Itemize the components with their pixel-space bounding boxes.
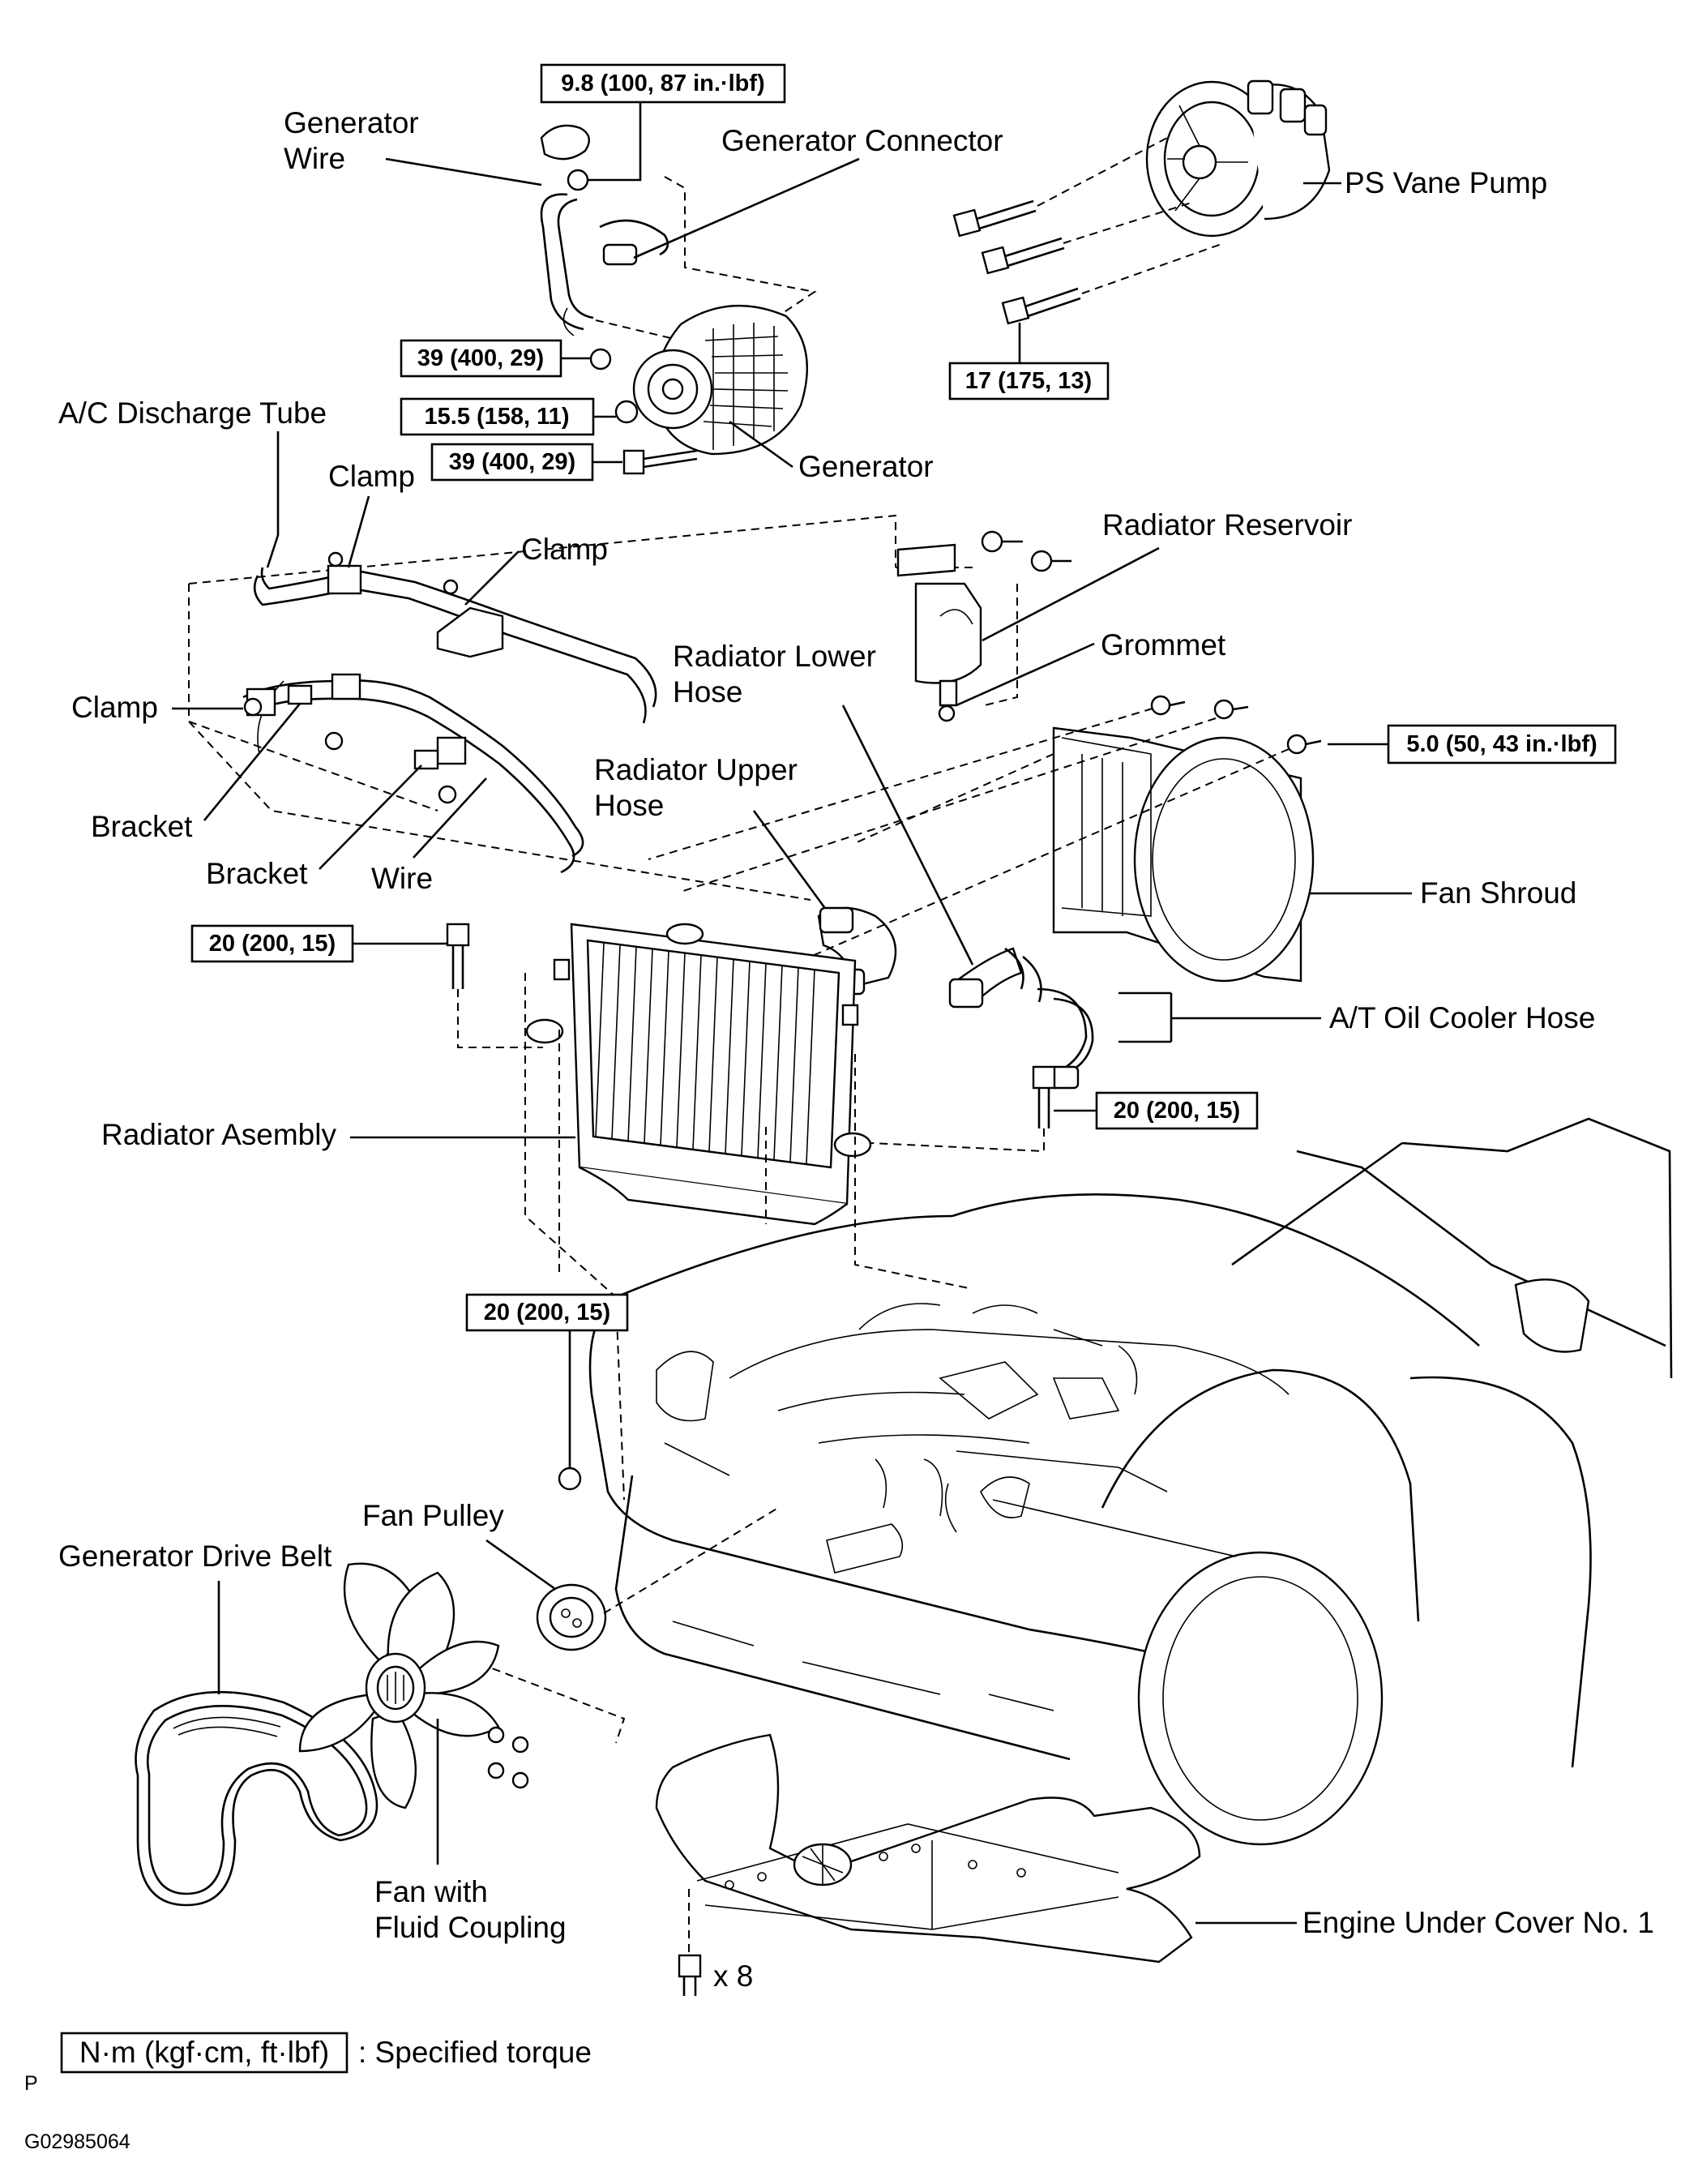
- bolt-icon: [678, 1889, 702, 1996]
- fan-with-fluid-coupling-icon: [298, 1562, 500, 1809]
- bracket-label-left: Bracket: [91, 810, 193, 843]
- bolt-count-label: x 8: [713, 1959, 753, 1993]
- bracket-label-right: Bracket: [206, 857, 308, 890]
- clamp-label-right: Clamp: [521, 533, 608, 566]
- generator-wire-label-2: Wire: [284, 142, 345, 175]
- nut-icon: [487, 1726, 505, 1744]
- fan-shroud-area: 5.0 (50, 43 in.·lbf) Fan Shroud: [648, 695, 1617, 983]
- torque-gen-connector-nut: 9.8 (100, 87 in.·lbf): [561, 71, 764, 96]
- bolt-icon: [981, 237, 1065, 275]
- generator-connector-label: Generator Connector: [721, 124, 1003, 157]
- nut-icon: [487, 1762, 505, 1779]
- generator-connector-icon: [602, 243, 638, 266]
- fan-shroud-label: Fan Shroud: [1420, 876, 1576, 910]
- fan-shroud-icon: [1052, 726, 1315, 983]
- generator-area: 9.8 (100, 87 in.·lbf) 39 (400, 29): [284, 63, 1003, 483]
- bolt-icon: [324, 731, 344, 751]
- legend-symbol-text: N·m (kgf·cm, ft·lbf): [79, 2036, 329, 2069]
- bolt-icon: [1030, 550, 1053, 572]
- corner-letter: P: [24, 2072, 38, 2095]
- generator-drive-belt-label: Generator Drive Belt: [58, 1540, 332, 1573]
- grommet-label: Grommet: [1101, 628, 1226, 662]
- hoses-area: Radiator Lower Hose Radiator Upper Hose …: [594, 640, 1595, 1090]
- at-oil-cooler-hose-icon: [1037, 987, 1094, 1090]
- clamp-label-left: Clamp: [71, 691, 158, 724]
- bolt-icon: [1032, 1065, 1056, 1128]
- at-oil-cooler-hose-label: A/T Oil Cooler Hose: [1329, 1001, 1595, 1034]
- ps-vane-pump-label: PS Vane Pump: [1345, 166, 1547, 199]
- torque-fan-shroud-bolts: 5.0 (50, 43 in.·lbf): [1406, 731, 1597, 757]
- clamp-icon: [436, 579, 504, 658]
- clamp-icon: [327, 551, 362, 595]
- torque-gen-bolt: 39 (400, 29): [449, 449, 575, 475]
- bolt-icon: [622, 449, 698, 475]
- bolt-icon: [1150, 695, 1171, 716]
- bolt-icon: [952, 199, 1037, 238]
- nut-icon: [511, 1771, 529, 1789]
- ps-vane-pump-icon: [1145, 79, 1331, 238]
- nut-icon: [614, 400, 639, 424]
- bolt-icon: [981, 530, 1003, 553]
- torque-radiator-lower-nut: 20 (200, 15): [484, 1300, 610, 1325]
- figure-code: G02985064: [24, 2130, 130, 2153]
- reservoir-area: Radiator Reservoir Grommet: [896, 508, 1352, 722]
- wire-label: Wire: [371, 862, 433, 895]
- torque-gen-nut: 15.5 (158, 11): [425, 404, 570, 430]
- radiator-assembly-label: Radiator Asembly: [101, 1118, 336, 1151]
- clamp-label-top: Clamp: [328, 460, 415, 493]
- radiator-lower-hose-icon: [948, 947, 1042, 1008]
- torque-radiator-upper-left: 20 (200, 15): [209, 931, 336, 957]
- under-cover-area: Engine Under Cover No. 1 x 8: [655, 1733, 1654, 1996]
- torque-ps-pump-bolts: 17 (175, 13): [965, 368, 1092, 394]
- fan-pulley-icon: [536, 1583, 607, 1651]
- radiator-lower-nut-area: 20 (200, 15): [465, 1293, 629, 1491]
- terminal-cap-icon: [540, 124, 590, 161]
- bolt-icon: [446, 923, 470, 989]
- ac-discharge-tube-label: A/C Discharge Tube: [58, 396, 327, 430]
- radiator-reservoir-icon: [896, 543, 982, 722]
- bolt-icon: [1001, 287, 1081, 325]
- bolt-icon: [1286, 734, 1307, 755]
- radiator-reservoir-label: Radiator Reservoir: [1102, 508, 1352, 542]
- ps-vane-pump-area: PS Vane Pump 17 (175, 13): [948, 79, 1547, 400]
- legend-description: : Specified torque: [358, 2036, 592, 2069]
- nut-icon: [589, 348, 612, 370]
- vehicle-outline: [588, 1117, 1673, 1846]
- radiator-lower-hose-label-2: Hose: [673, 675, 742, 709]
- fan-with-fluid-coupling-label-2: Fluid Coupling: [374, 1911, 567, 1944]
- generator-wire-label-1: Generator: [284, 106, 419, 139]
- fan-pulley-label: Fan Pulley: [362, 1499, 504, 1532]
- engine-under-cover-icon: [655, 1733, 1201, 1963]
- radiator-assembly-icon: [525, 923, 872, 1226]
- bolt-icon: [1213, 699, 1234, 720]
- engine-under-cover-label: Engine Under Cover No. 1: [1302, 1906, 1654, 1939]
- radiator-upper-hose-label-2: Hose: [594, 789, 664, 822]
- bracket-icon: [413, 736, 467, 770]
- bolt-icon: [438, 785, 457, 804]
- generator-label: Generator: [798, 450, 934, 483]
- ac-tube-area: A/C Discharge Tube Clamp Clamp Clam: [58, 396, 896, 901]
- fan-with-fluid-coupling-label-1: Fan with: [374, 1875, 488, 1908]
- nut-icon: [558, 1467, 582, 1491]
- clamp-icon: [243, 687, 276, 717]
- radiator-upper-hose-label-1: Radiator Upper: [594, 753, 798, 786]
- torque-radiator-right: 20 (200, 15): [1114, 1098, 1240, 1124]
- legend: N·m (kgf·cm, ft·lbf) : Specified torque: [60, 2032, 592, 2074]
- generator-icon: [632, 304, 808, 456]
- fan-area: Fan Pulley Generator Drive Belt: [58, 1499, 779, 1944]
- radiator-lower-hose-label-1: Radiator Lower: [673, 640, 876, 673]
- radiator-area: Radiator Asembly 20 (200, 15) 20 (200, 1…: [101, 923, 1259, 1501]
- nut-icon: [511, 1736, 529, 1754]
- nut-icon: [567, 169, 589, 191]
- torque-gen-terminal-nut: 39 (400, 29): [417, 345, 544, 371]
